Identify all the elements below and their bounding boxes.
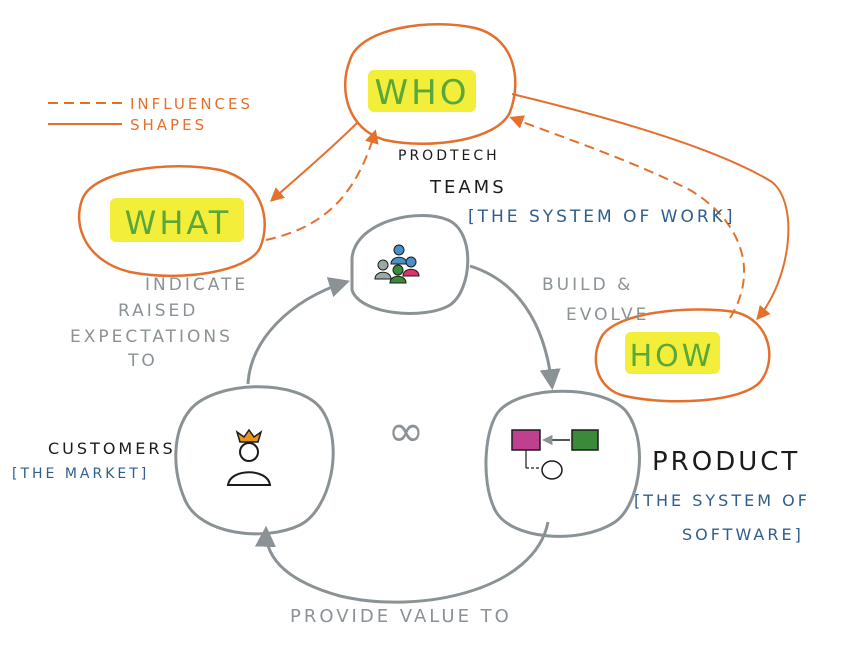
- team-people-icon: [374, 244, 420, 284]
- customers-circle: [174, 385, 335, 536]
- gray-cycle-arrows: [246, 264, 561, 604]
- who-highlight: [368, 70, 476, 112]
- legend: INFLUENCES SHAPES: [48, 95, 253, 134]
- influence-how-to-who: [509, 115, 746, 319]
- indicate-label-4: TO: [127, 351, 158, 371]
- teams-node: [350, 214, 470, 315]
- build-label-2: EVOLVE: [566, 305, 649, 325]
- provide-value-arrow: [254, 521, 550, 604]
- customer-king-icon: [226, 428, 272, 486]
- teams-line2: TEAMS: [429, 177, 507, 198]
- who-node: WHO: [343, 23, 517, 146]
- what-label: WHAT: [125, 204, 232, 242]
- legend-influences: INFLUENCES: [130, 95, 253, 113]
- orange-connectors: [265, 93, 790, 321]
- customers-subtitle: [THE MARKET]: [12, 466, 149, 482]
- product-node: [484, 389, 641, 538]
- shape-who-to-how: [511, 93, 790, 321]
- build-label-1: BUILD &: [542, 275, 633, 295]
- what-ellipse: [77, 165, 266, 278]
- legend-shapes: SHAPES: [130, 116, 207, 134]
- indicate-label-1: INDICATE: [145, 275, 248, 295]
- how-label: HOW: [630, 339, 715, 374]
- product-circle: [484, 389, 641, 538]
- shape-who-to-what: [269, 121, 359, 202]
- how-ellipse: [594, 308, 771, 403]
- what-node: WHAT: [77, 165, 266, 278]
- customers-title: CUSTOMERS: [48, 439, 176, 458]
- indicate-label-3: EXPECTATIONS: [70, 327, 233, 347]
- how-node: HOW: [594, 308, 771, 403]
- teams-subtitle: [THE SYSTEM OF WORK]: [468, 207, 735, 227]
- who-ellipse: [343, 23, 517, 146]
- build-evolve-arrow: [469, 264, 561, 391]
- provide-label: PROVIDE VALUE TO: [290, 606, 512, 627]
- infinity-loop-icon: ∞: [388, 406, 425, 457]
- who-label: WHO: [375, 73, 470, 113]
- what-highlight: [110, 198, 244, 242]
- customers-node: [174, 385, 335, 536]
- teams-circle: [350, 214, 470, 315]
- teams-line1: PRODTECH: [398, 148, 500, 164]
- product-title: PRODUCT: [652, 447, 800, 477]
- product-subtitle-1: [THE SYSTEM OF: [634, 491, 810, 510]
- indicate-label-2: RAISED: [118, 301, 198, 321]
- indicate-arrow: [246, 277, 350, 385]
- influence-what-to-who: [265, 129, 379, 241]
- software-system-icon: [511, 429, 599, 480]
- how-highlight: [625, 332, 720, 374]
- product-subtitle-2: SOFTWARE]: [682, 525, 804, 544]
